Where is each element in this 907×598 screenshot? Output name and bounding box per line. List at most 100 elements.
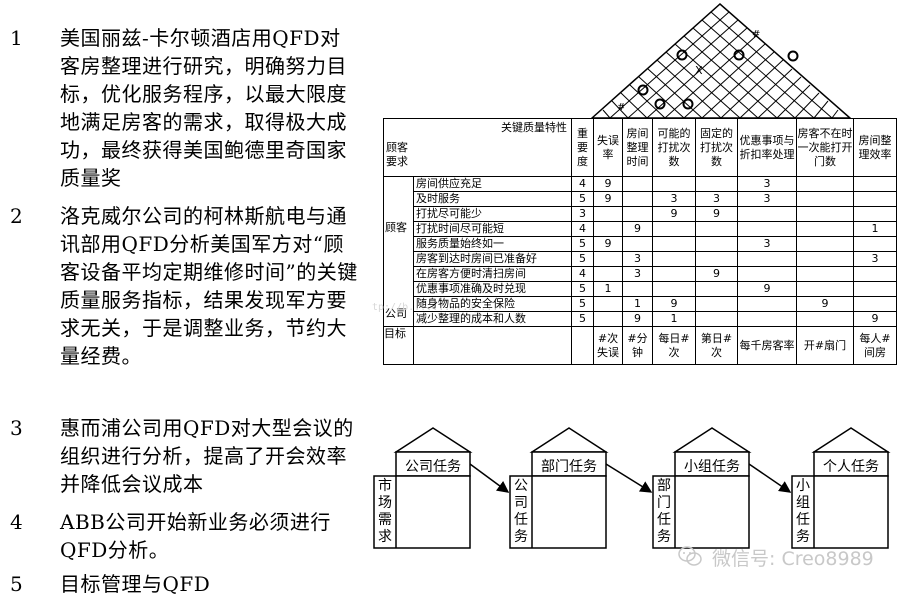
house-title: 公司任务 (405, 459, 461, 475)
importance-cell: 4 (571, 221, 594, 237)
relation-cell (593, 296, 623, 312)
side-group-label: 顾客 (385, 221, 407, 234)
relation-cell (652, 281, 696, 297)
relation-cell (652, 221, 696, 237)
list-text: 洛克威尔公司的柯林斯航电与通讯部用QFD分析美国军方对“顾客设备平均定期维修时间… (60, 204, 358, 368)
relation-cell (593, 266, 623, 282)
relation-cell (652, 266, 696, 282)
relation-cell (853, 296, 897, 312)
relation-cell: 3 (737, 191, 797, 207)
requirement-cell: 优惠事项准确及时兑现 (413, 281, 572, 297)
relation-cell (737, 311, 797, 327)
relation-cell: 9 (853, 311, 897, 327)
target-cell: 第日#次 (695, 326, 738, 365)
roof-mark: # (617, 102, 625, 113)
relation-cell (695, 221, 738, 237)
relation-cell: 3 (622, 251, 653, 267)
house-roof (811, 427, 891, 453)
relation-cell (853, 266, 897, 282)
wechat-icon (678, 546, 702, 566)
house-roof (393, 427, 473, 453)
relation-cell (737, 266, 797, 282)
relation-cell (737, 296, 797, 312)
relation-cell: 9 (652, 296, 696, 312)
column-header: 固定的打扰次数 (695, 118, 738, 177)
importance-cell: 5 (571, 191, 594, 207)
relation-cell (593, 251, 623, 267)
relation-cell (796, 311, 854, 327)
relation-cell (796, 251, 854, 267)
relation-cell (853, 206, 897, 222)
relation-cell: 9 (622, 311, 653, 327)
importance-cell: 5 (571, 296, 594, 312)
house-side-label: 部门任务 (657, 478, 671, 545)
requirement-cell: 打扰时间尽可能短 (413, 221, 572, 237)
correlation-circle (682, 98, 694, 110)
relation-cell: 1 (652, 311, 696, 327)
relation-cell: 9 (593, 191, 623, 207)
relation-cell: 3 (622, 266, 653, 282)
roof-mark: # (752, 29, 760, 40)
relation-cell (652, 236, 696, 252)
target-cell: 每千房客率 (737, 326, 797, 365)
list-number: 2 (10, 204, 23, 228)
relation-cell: 1 (593, 281, 623, 297)
relation-cell (695, 311, 738, 327)
column-header: 房间整理效率 (853, 118, 897, 177)
relation-cell (796, 206, 854, 222)
relation-cell (622, 191, 653, 207)
relation-cell: 9 (593, 236, 623, 252)
relation-cell (652, 176, 696, 192)
relation-cell (622, 236, 653, 252)
correlation-circle (654, 98, 666, 110)
relation-cell (853, 176, 897, 192)
relation-cell: 9 (622, 221, 653, 237)
relation-cell (622, 176, 653, 192)
importance-cell: 4 (571, 176, 594, 192)
relation-cell (695, 281, 738, 297)
relation-cell (593, 221, 623, 237)
qfd-matrix: 关键质量特性 顾客要求 重要度 失误率 房间整理时间 可能的打扰次数 固定的打扰… (383, 118, 897, 365)
house-title: 小组任务 (684, 459, 740, 475)
relation-cell: 9 (796, 296, 854, 312)
relation-cell: 9 (593, 176, 623, 192)
list-text: 美国丽兹-卡尔顿酒店用QFD对客房整理进行研究，明确努力目标，优化服务程序，以最… (60, 26, 347, 190)
house-title: 个人任务 (823, 459, 879, 475)
relation-cell: 9 (695, 206, 738, 222)
house-body (373, 475, 471, 549)
relation-cell (695, 176, 738, 192)
importance-cell: 3 (571, 206, 594, 222)
list-number: 4 (10, 510, 23, 534)
relation-cell (796, 176, 854, 192)
faint-url-watermark: tp://b..........z_... (372, 302, 499, 313)
relation-cell: 3 (737, 176, 797, 192)
relation-cell (593, 206, 623, 222)
column-header: 房客不在时一次能打开门数 (796, 118, 854, 177)
relation-cell (796, 266, 854, 282)
relation-cell (593, 311, 623, 327)
relation-cell (796, 191, 854, 207)
list-number: 1 (10, 26, 23, 50)
relation-cell: 3 (737, 236, 797, 252)
importance-header: 重要度 (571, 118, 594, 177)
house-roof (529, 427, 609, 453)
corner-top-label: 关键质量特性 (501, 121, 567, 134)
importance-cell: 5 (571, 281, 594, 297)
correlation-circle (676, 49, 688, 61)
column-header: 房间整理时间 (622, 118, 653, 177)
house-side-label: 公司任务 (514, 478, 528, 545)
target-cell: #分钟 (622, 326, 653, 365)
target-label: 目标 (383, 326, 414, 365)
relation-cell (695, 236, 738, 252)
flow-arrow (748, 463, 792, 493)
side-group-label: 公司 (385, 307, 407, 320)
requirement-cell: 在房客方便时清扫房间 (413, 266, 572, 282)
requirement-cell: 房间供应充足 (413, 176, 572, 192)
